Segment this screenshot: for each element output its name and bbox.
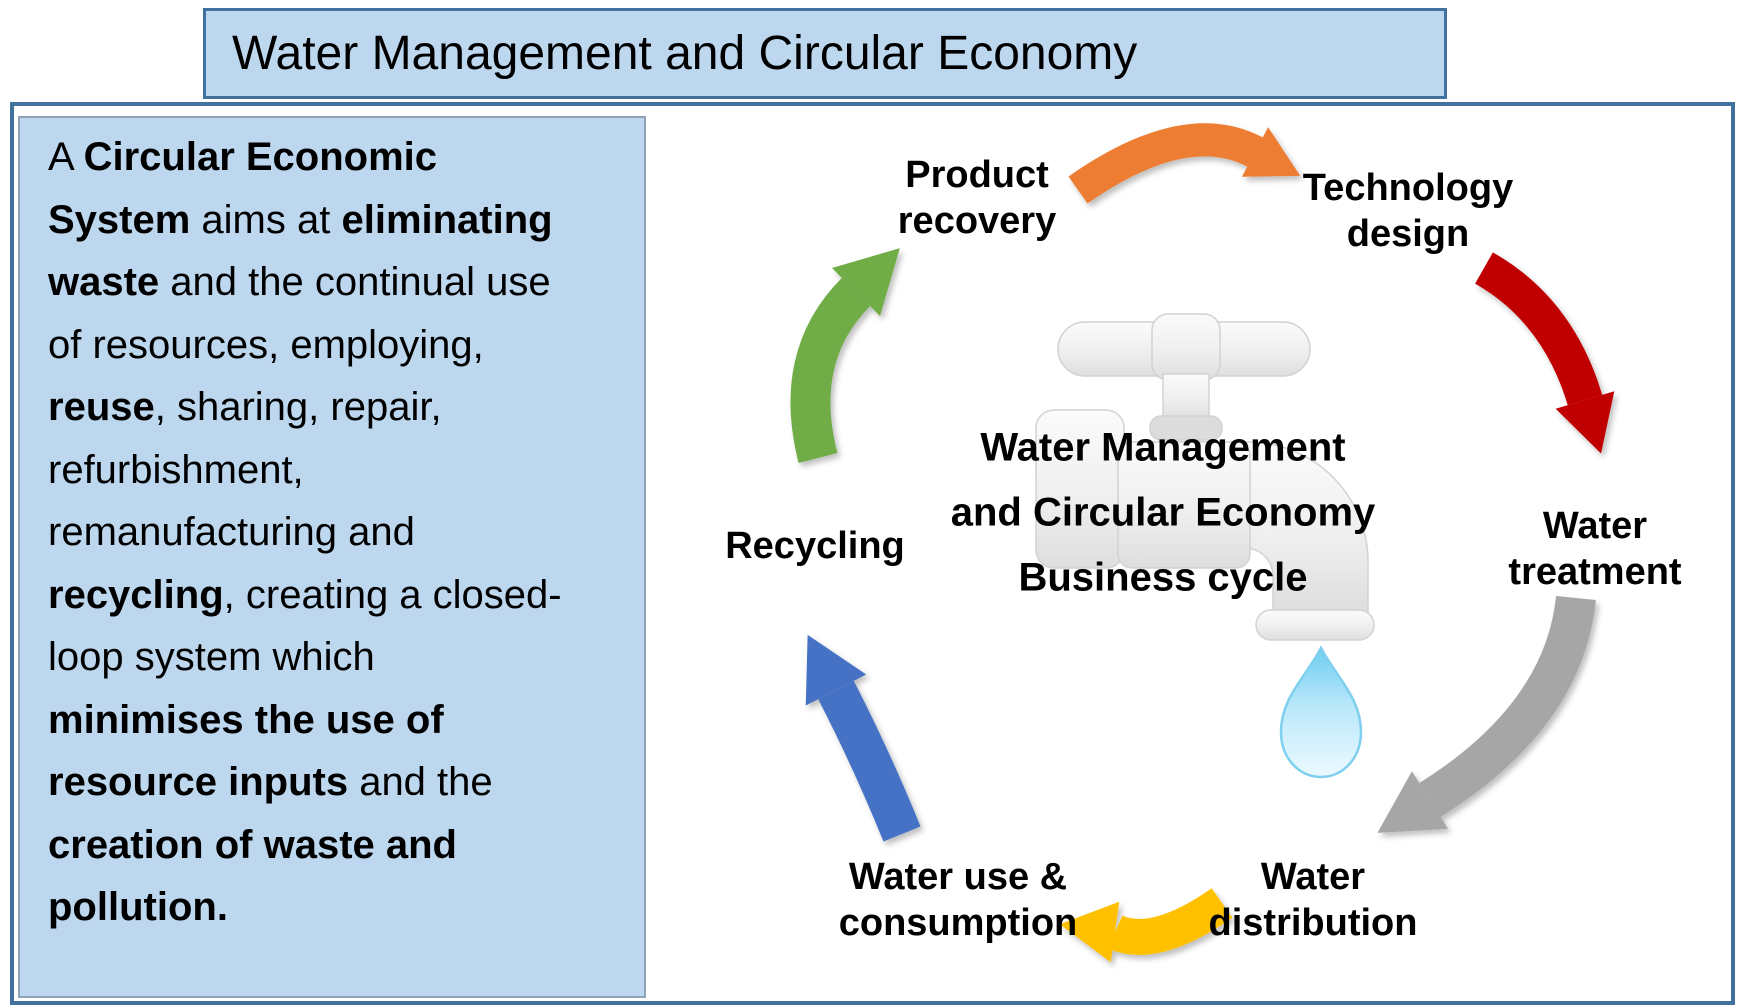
description-line: minimises the use of bbox=[48, 697, 444, 742]
description-line: System aims at eliminating bbox=[48, 197, 553, 242]
description-line: of resources, employing, bbox=[48, 322, 484, 367]
description-line: resource inputs and the bbox=[48, 760, 493, 804]
description-line: remanufacturing and bbox=[48, 510, 415, 554]
description-line: refurbishment, bbox=[48, 447, 304, 492]
title-bar: Water Management and Circular Economy bbox=[203, 8, 1447, 99]
description-line: recycling, creating a closed- bbox=[48, 572, 562, 617]
description-line: A Circular Economic bbox=[48, 135, 438, 179]
page-title: Water Management and Circular Economy bbox=[232, 27, 1138, 80]
description-line: reuse, sharing, repair, bbox=[48, 385, 442, 429]
description-line: waste and the continual use bbox=[48, 260, 551, 304]
description-line: loop system which bbox=[48, 635, 375, 679]
description-line: pollution. bbox=[48, 885, 228, 929]
description-line: creation of waste and bbox=[48, 822, 457, 867]
